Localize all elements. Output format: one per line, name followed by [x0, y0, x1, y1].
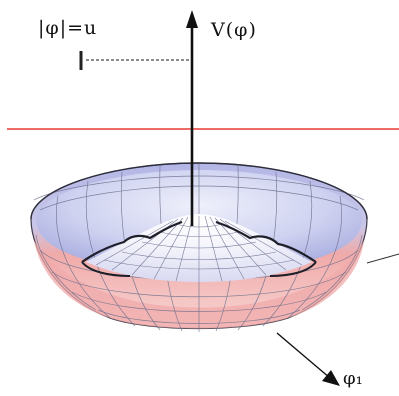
right-leader-line	[366, 253, 399, 264]
radius-equation-label: |φ|=u	[38, 17, 98, 39]
v-axis-arrowhead	[186, 10, 198, 28]
phi1-axis	[276, 332, 331, 379]
bowl-rim	[30, 162, 368, 220]
minimum-valley-outline	[81, 220, 317, 263]
valley-left-lip	[81, 261, 131, 277]
phi1-axis-label: φ₁	[343, 368, 363, 389]
hump-mesh	[95, 215, 303, 282]
valley-right-lip	[269, 261, 317, 277]
phi1-axis-arrowhead	[322, 370, 340, 386]
bowl-lower-band	[34, 240, 364, 329]
potential-axis-label: V(φ)	[211, 19, 257, 41]
